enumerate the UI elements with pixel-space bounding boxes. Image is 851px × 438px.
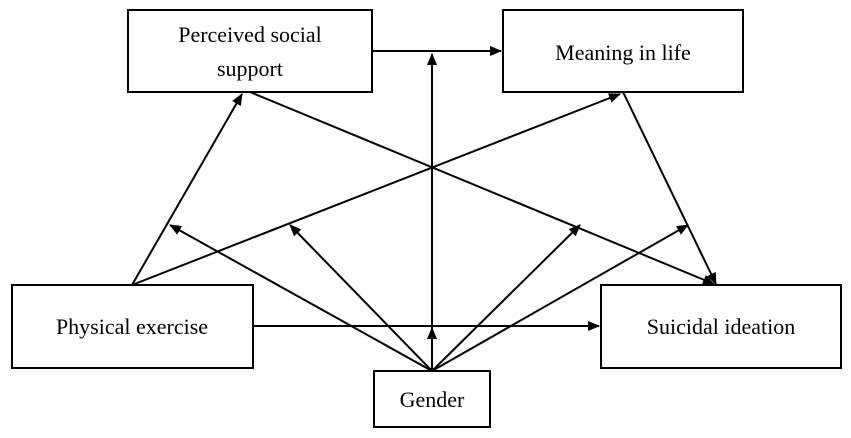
node-physical-exercise: Physical exercise bbox=[11, 284, 254, 369]
node-perceived-social-support-label-line1: Perceived social bbox=[178, 22, 322, 47]
node-perceived-social-support: Perceived social support bbox=[127, 9, 373, 93]
path-exercise-to-support bbox=[131, 93, 243, 286]
moderation-gender-to-exercise-meaning-path bbox=[289, 224, 433, 372]
node-suicidal-ideation: Suicidal ideation bbox=[600, 284, 842, 369]
moderation-gender-to-exercise-support-path bbox=[169, 224, 433, 372]
node-meaning-in-life: Meaning in life bbox=[502, 9, 744, 93]
moderation-gender-to-meaning-suicidal-path bbox=[431, 224, 689, 372]
path-meaning-to-suicidal bbox=[622, 91, 717, 285]
node-perceived-social-support-label-line2: support bbox=[217, 56, 283, 81]
path-exercise-to-meaning bbox=[131, 93, 621, 286]
node-suicidal-ideation-label: Suicidal ideation bbox=[647, 314, 795, 339]
node-physical-exercise-label: Physical exercise bbox=[56, 314, 208, 339]
node-gender: Gender bbox=[373, 370, 491, 428]
moderation-gender-to-support-suicidal-path bbox=[431, 224, 581, 372]
path-support-to-suicidal bbox=[249, 91, 715, 285]
node-meaning-in-life-label: Meaning in life bbox=[555, 40, 691, 65]
node-gender-label: Gender bbox=[400, 387, 465, 412]
